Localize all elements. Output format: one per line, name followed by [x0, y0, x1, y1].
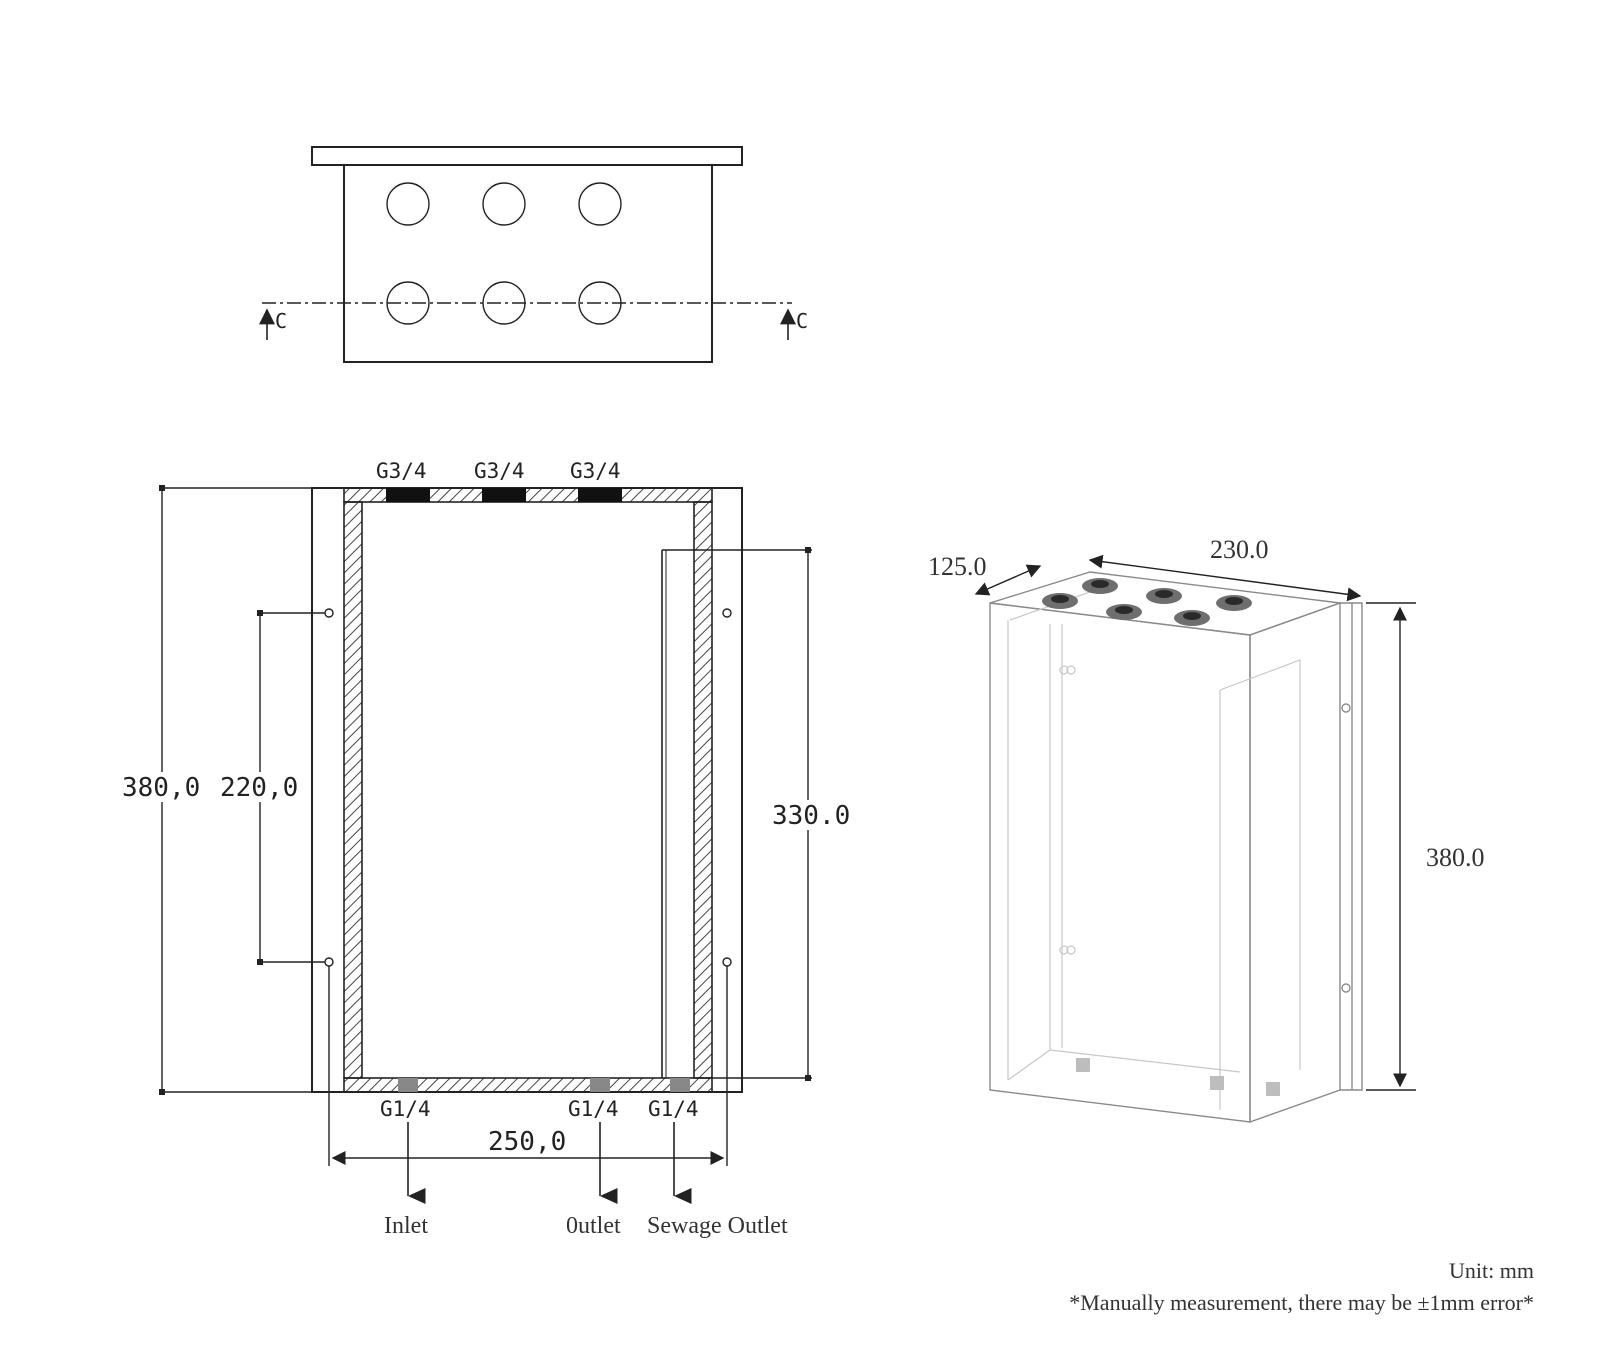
iso-right-face [1249, 602, 1341, 1123]
bottom-port [398, 1078, 418, 1092]
mounting-flange [311, 487, 743, 1093]
top-port-label: G3/4 [474, 459, 525, 483]
top-view-body [343, 165, 713, 363]
bottom-port [670, 1078, 690, 1092]
section-marker-right: C [796, 309, 808, 333]
iso-front-face [989, 602, 1251, 1123]
iso-dim-width-label: 230.0 [1210, 535, 1269, 564]
mounting-hole [722, 957, 732, 967]
bottom-port-label: G1/4 [568, 1097, 619, 1121]
iso-dim-depth: 125.0 [928, 552, 1042, 596]
flow-arrows [407, 1122, 692, 1204]
iso-dim-depth-label: 125.0 [928, 552, 987, 581]
iso-inner-lines [1007, 591, 1301, 1110]
dim-total-height: 380,0 [120, 485, 312, 1095]
port-hole [386, 182, 430, 226]
disclaimer-note: *Manually measurement, there may be ±1mm… [1069, 1290, 1534, 1315]
top-port [578, 488, 622, 502]
flow-label-outlet: 0utlet [566, 1213, 621, 1239]
mounting-hole [324, 957, 334, 967]
iso-dim-width: 230.0 [1088, 535, 1362, 602]
bottom-port-label: G1/4 [648, 1097, 699, 1121]
dim-total-width-label: 250,0 [488, 1127, 566, 1157]
section-marker-left: C [275, 309, 287, 333]
section-view: G3/4 G3/4 G3/4 G1/4 G1/4 G1/4 380,0 [120, 459, 850, 1239]
top-port [386, 488, 430, 502]
dim-total-height-label: 380,0 [122, 773, 200, 803]
iso-dim-height-label: 380.0 [1426, 843, 1485, 872]
flow-label-sewage-outlet: Sewage Outlet [647, 1213, 788, 1239]
top-port-label: G3/4 [376, 459, 427, 483]
wall-left [343, 501, 363, 1079]
top-port [482, 488, 526, 502]
wall-bottom [343, 1077, 713, 1093]
dim-mount-spacing: 220,0 [218, 610, 728, 1092]
dim-total-width: 250,0 [328, 1092, 728, 1166]
mounting-hole [324, 608, 334, 618]
notes: Unit: mm *Manually measurement, there ma… [1069, 1258, 1534, 1315]
bottom-port [590, 1078, 610, 1092]
iso-top-ports [1042, 578, 1252, 626]
unit-note: Unit: mm [1449, 1258, 1534, 1283]
top-view-flange [311, 146, 743, 166]
dim-inner-height: 330.0 [662, 547, 850, 1081]
mounting-hole [722, 608, 732, 618]
port-hole [578, 182, 622, 226]
flow-label-inlet: Inlet [384, 1213, 428, 1239]
dim-mount-spacing-label: 220,0 [220, 773, 298, 803]
top-port-label: G3/4 [570, 459, 621, 483]
wall-right [693, 501, 713, 1079]
iso-dim-height: 380.0 [1366, 602, 1485, 1091]
iso-flange [1340, 602, 1363, 1091]
port-hole [482, 182, 526, 226]
isometric-view: 125.0 230.0 380.0 [928, 535, 1485, 1123]
dim-inner-height-label: 330.0 [772, 801, 850, 831]
bottom-port-label: G1/4 [380, 1097, 431, 1121]
top-view: C C [259, 146, 808, 363]
